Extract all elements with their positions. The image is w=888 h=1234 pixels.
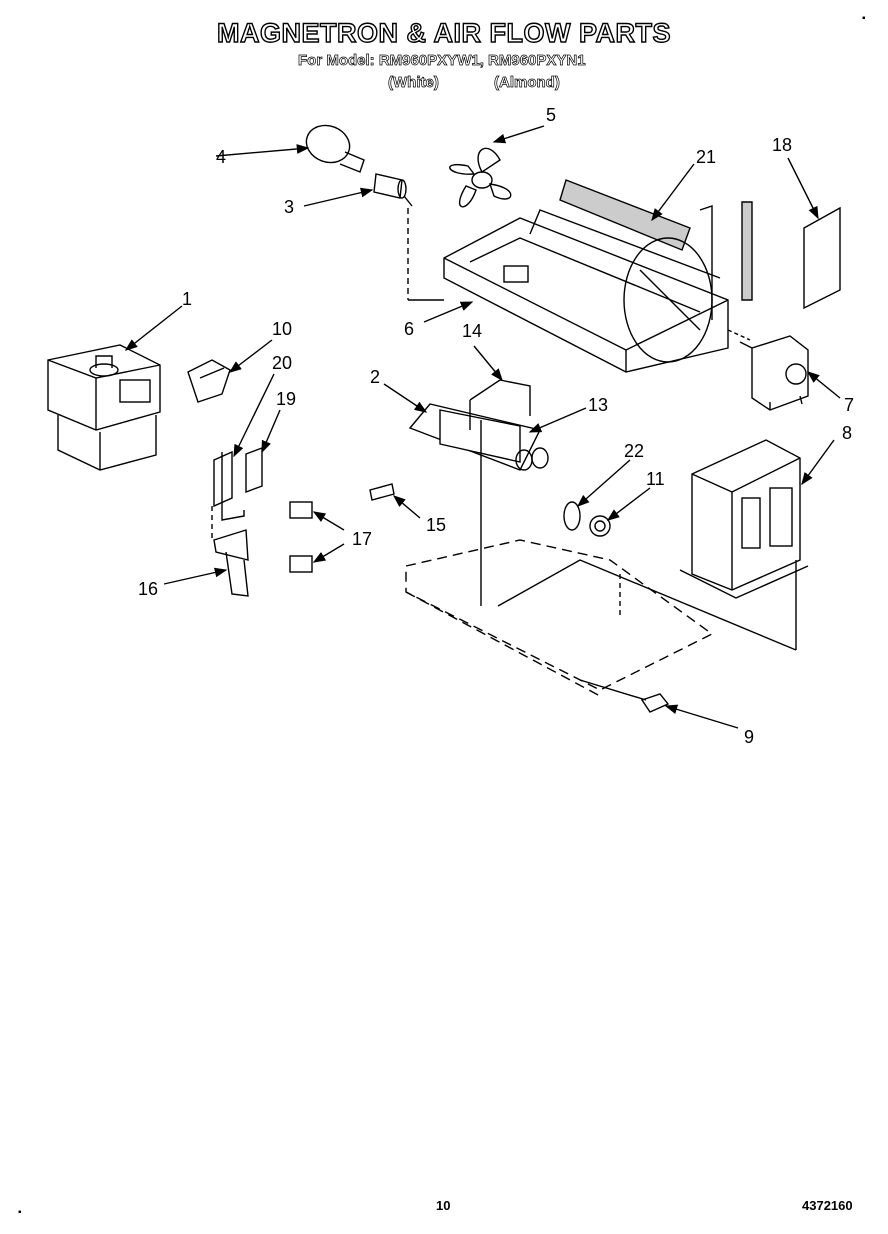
part-15-clip xyxy=(369,483,395,501)
document-number: 4372160 xyxy=(802,1198,853,1213)
color-almond-label: (Almond) xyxy=(494,74,561,92)
capacitor-part xyxy=(408,379,549,471)
gasket-strip-side xyxy=(741,201,753,301)
part-10-cover xyxy=(187,359,231,403)
plate-part xyxy=(803,206,841,310)
callout-9: 9 xyxy=(744,727,755,747)
microswitch-lower xyxy=(289,555,313,573)
callout-19: 19 xyxy=(276,389,297,409)
callout-1: 1 xyxy=(182,289,193,309)
fuse-holder-11 xyxy=(589,515,611,537)
air-duct-frame-part xyxy=(443,205,729,373)
callout-21: 21 xyxy=(696,147,717,167)
lamp-socket-part xyxy=(373,173,413,207)
lamp-bulb-part xyxy=(305,124,365,173)
fan-motor-part xyxy=(739,335,809,411)
callout-5: 5 xyxy=(546,105,557,125)
callout-15: 15 xyxy=(426,515,447,535)
part-9-foot xyxy=(640,693,670,713)
callout-11: 11 xyxy=(646,469,665,489)
callout-4: 4 xyxy=(216,147,227,167)
page-number: 10 xyxy=(436,1198,451,1213)
callout-3: 3 xyxy=(284,197,295,217)
callout-18: 18 xyxy=(772,135,793,155)
corner-mark-top: ▪ xyxy=(862,13,866,24)
callout-7: 7 xyxy=(844,395,855,415)
base-plate-outline xyxy=(405,539,714,697)
callout-6: 6 xyxy=(404,319,415,339)
color-white-label: (White) xyxy=(388,74,440,92)
callout-8: 8 xyxy=(842,423,853,443)
magnetron-part xyxy=(47,344,161,471)
thermal-cutout-22 xyxy=(563,501,581,531)
fan-blade-part xyxy=(449,147,512,208)
callout-20: 20 xyxy=(272,353,293,373)
model-line: For Model: RM960PXYW1, RM960PXYN1 xyxy=(298,52,586,70)
callout-17: 17 xyxy=(352,529,373,549)
callout-14: 14 xyxy=(462,321,483,341)
microswitch-upper xyxy=(289,501,313,519)
callout-2: 2 xyxy=(370,367,381,387)
page-title: MAGNETRON & AIR FLOW PARTS xyxy=(216,17,671,48)
corner-mark-bottom: ▪ xyxy=(18,1207,22,1218)
callout-10: 10 xyxy=(272,319,293,339)
callout-16: 16 xyxy=(138,579,159,599)
transformer-part xyxy=(679,439,809,599)
callout-13: 13 xyxy=(588,395,609,415)
gasket-strip-part xyxy=(559,179,691,251)
callout-22: 22 xyxy=(624,441,645,461)
switch-assembly-part xyxy=(211,446,263,597)
